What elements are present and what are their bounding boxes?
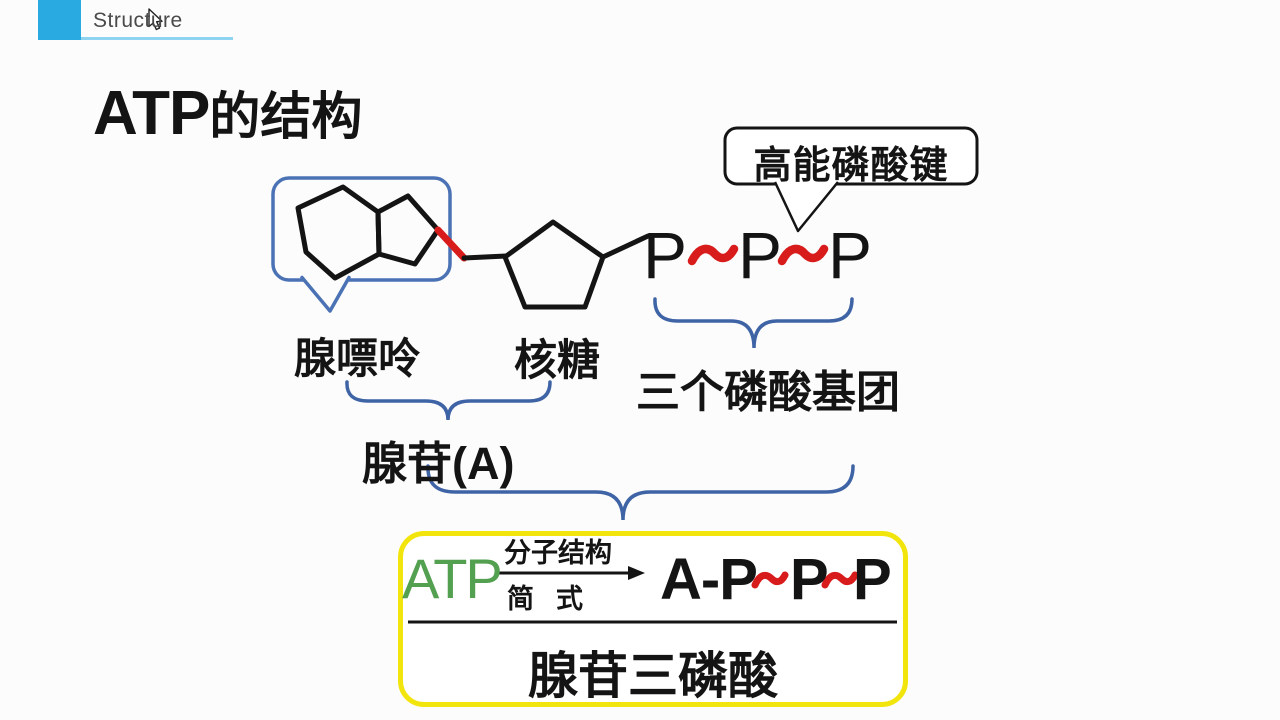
high-energy-bond-callout-label: 高能磷酸键 — [753, 145, 949, 187]
reaction-arrow-bottom-label: 简式 — [507, 584, 605, 614]
formula-part-ap: A-P — [660, 547, 758, 612]
adenine-bubble-tail-fill — [301, 276, 350, 311]
adenosine-label: 腺苷(A) — [362, 438, 515, 489]
tab-underline — [55, 37, 233, 40]
ribose-phosphate-bond — [600, 233, 651, 260]
adenine-pentagon-ring — [375, 193, 441, 267]
title-atp: ATP — [93, 79, 210, 148]
phosphate-letter-3: P — [828, 218, 873, 292]
title-suffix: 的结构 — [209, 88, 363, 145]
phosphate-group-brace — [653, 297, 854, 349]
adenine-ribose-bond — [461, 253, 509, 261]
ribose-ring — [502, 219, 606, 310]
high-energy-bond-icon — [777, 244, 829, 266]
adenine-bubble-tail — [300, 275, 351, 313]
atp-label: ATP — [402, 547, 503, 610]
phosphate-letter-1: P — [643, 218, 688, 292]
glycosidic-bond-red — [434, 226, 468, 262]
formula-part-p3: P — [853, 547, 892, 612]
adenine-bubble-outline — [271, 176, 452, 282]
phosphate-group-label: 三个磷酸基团 — [636, 368, 900, 417]
tab-label: Structure — [93, 9, 183, 32]
tab-accent-square — [38, 0, 81, 40]
adenine-label: 腺嘌呤 — [294, 335, 421, 382]
ribose-label: 核糖 — [514, 337, 600, 385]
formula-box — [398, 531, 908, 707]
atp-full-name-label: 腺苷三磷酸 — [528, 648, 778, 704]
adenine-hexagon-ring — [295, 184, 382, 281]
phosphate-letter-2: P — [738, 218, 783, 292]
formula-part-p2: P — [790, 547, 829, 612]
high-energy-bond-icon — [687, 244, 739, 266]
reaction-arrow-top-label: 分子结构 — [504, 538, 612, 568]
